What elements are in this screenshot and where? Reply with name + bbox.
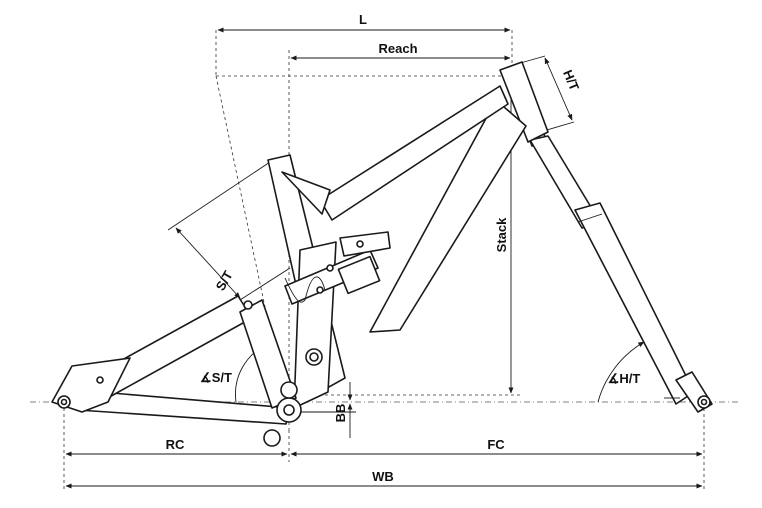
rc-label: RC [166,437,185,452]
lower-link [239,299,297,409]
bb-drop-label: BB [333,404,348,423]
rc-dimension: RC [65,437,288,457]
bb-drop-dimension: BB [290,382,356,438]
seat-tube-dimension: S/T [167,157,291,301]
fc-dimension: FC [290,437,703,457]
rear-dropout [51,357,131,413]
bike-frame [51,61,713,447]
head-angle-marker: ∡H/T [597,341,645,403]
top-tube [319,85,509,221]
wb-dimension: WB [65,469,703,489]
wb-label: WB [372,469,394,484]
stack-label: Stack [494,217,509,252]
rear-shock [284,231,391,305]
reach-dimension: Reach [290,41,511,61]
construction-lines [63,30,705,492]
head-tube-label: H/T [560,68,582,93]
head-angle-label: ∡H/T [608,371,641,386]
down-tube [369,99,527,333]
seat-angle-label: ∡S/T [200,370,232,385]
l-label: L [359,12,367,27]
l-dimension: L [217,12,511,33]
reach-label: Reach [378,41,417,56]
head-tube [499,61,549,143]
fc-label: FC [487,437,505,452]
